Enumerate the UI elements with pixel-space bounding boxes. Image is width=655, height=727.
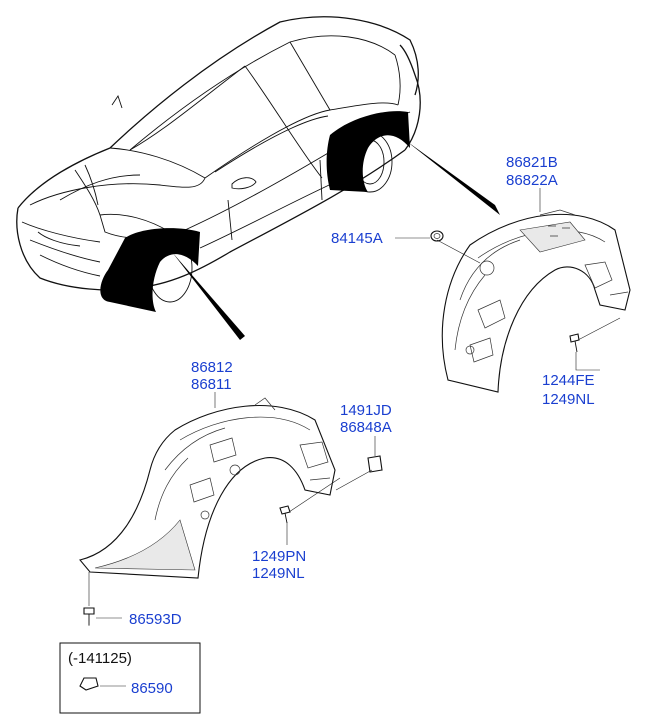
rear-wheel-guard-highlight — [326, 111, 410, 192]
label-84145A[interactable]: 84145A — [331, 230, 383, 247]
rear-wheel-guard-part — [441, 209, 631, 393]
legend-date-code: (-141125) — [68, 650, 132, 667]
label-1249PN[interactable]: 1249PN — [252, 548, 306, 565]
car-illustration — [16, 16, 500, 340]
label-1491JD[interactable]: 1491JD — [340, 402, 392, 419]
label-86590[interactable]: 86590 — [131, 680, 173, 697]
label-86821B[interactable]: 86821B — [506, 154, 558, 171]
label-86593D[interactable]: 86593D — [129, 611, 182, 628]
label-86812[interactable]: 86812 — [191, 359, 233, 376]
front-wheel-guard-highlight — [100, 228, 200, 312]
label-86848A[interactable]: 86848A — [340, 419, 392, 436]
label-86822A[interactable]: 86822A — [506, 172, 558, 189]
label-1244FE[interactable]: 1244FE — [542, 372, 595, 389]
label-1249NL-front[interactable]: 1249NL — [252, 565, 305, 582]
label-1249NL-rear[interactable]: 1249NL — [542, 391, 595, 408]
leader-lines — [88, 188, 621, 626]
part-labels: 86821B 86822A 84145A 1244FE 1249NL 86812… — [68, 154, 595, 697]
legend-box — [59, 642, 201, 714]
front-wheel-guard-part — [79, 397, 336, 579]
label-86811[interactable]: 86811 — [191, 376, 232, 393]
